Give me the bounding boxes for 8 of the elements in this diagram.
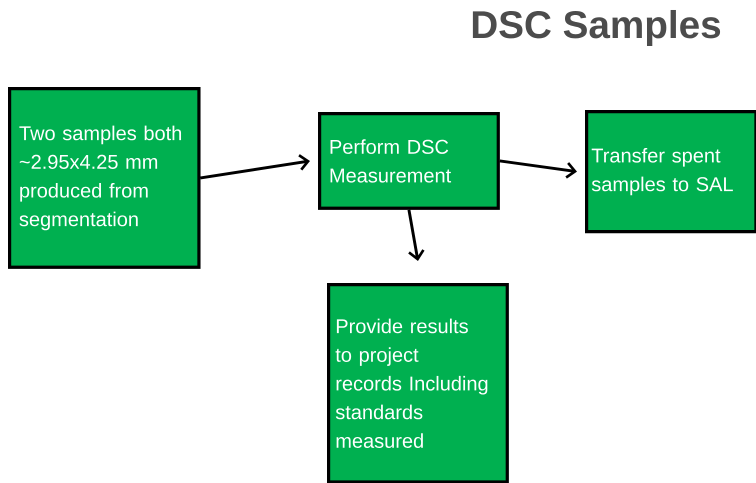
arrow	[500, 159, 577, 179]
process-box: Provide results to project records Including standards measured	[327, 283, 509, 483]
process-box: Two samples both ~2.95x4.25 mm produced from segmentation	[8, 87, 201, 269]
process-box: Transfer spent samples to SAL	[585, 110, 756, 234]
title: DSC Samples	[472, 10, 720, 46]
arrow	[200, 154, 310, 180]
process-box: Perform DSC Measurement	[318, 112, 500, 210]
arrow	[408, 210, 425, 261]
